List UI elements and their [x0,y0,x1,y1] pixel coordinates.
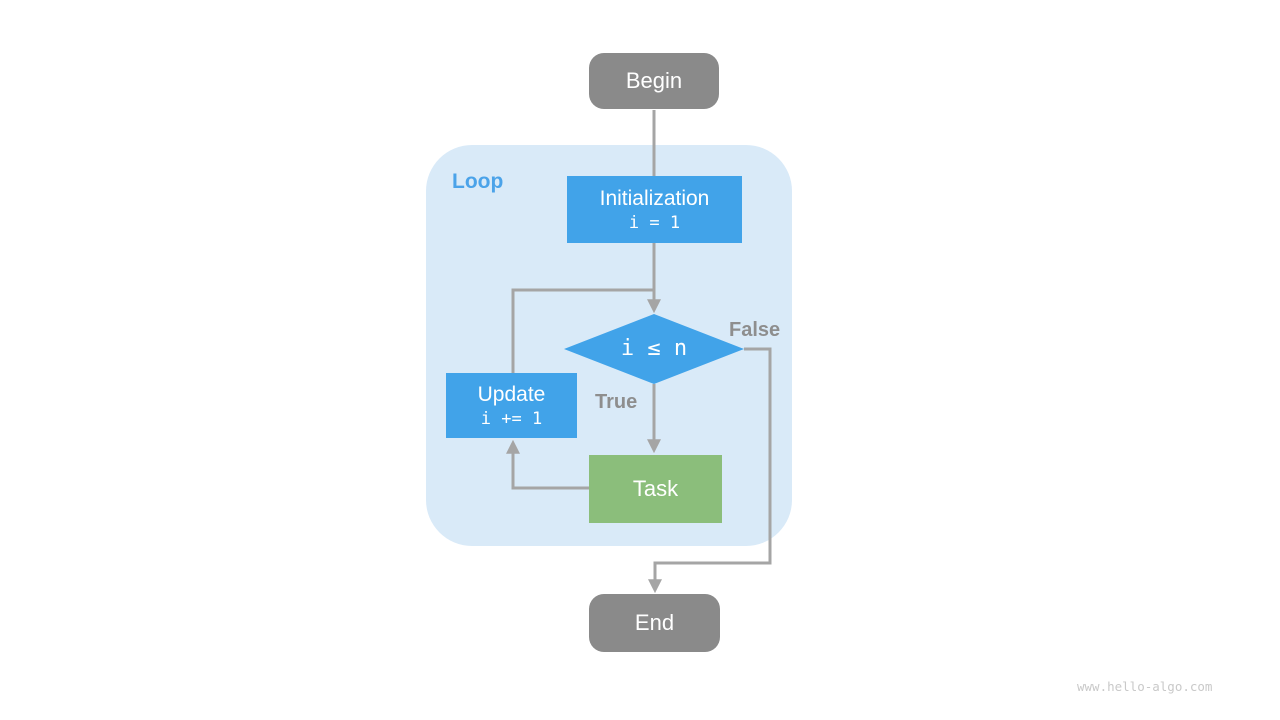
node-task-label: Task [632,475,679,501]
node-initialization-label: Initialization [599,186,710,210]
node-initialization: Initialization i = 1 [567,176,742,243]
node-update: Update i += 1 [446,373,577,438]
edge-label-false: False [729,319,781,341]
watermark-text: www.hello-algo.com [1077,679,1213,694]
node-task: Task [589,455,722,523]
node-end-label: End [634,609,675,635]
node-end: End [589,594,720,652]
node-begin-label: Begin [625,67,683,93]
node-condition-code: i ≤ n [620,336,688,361]
node-update-label: Update [477,382,546,406]
node-update-code: i += 1 [480,408,543,429]
edge-condition-to-end-false [648,347,772,594]
node-initialization-code: i = 1 [628,212,681,233]
edge-update-to-mainline [511,288,655,373]
loop-label: Loop [452,170,504,193]
node-begin: Begin [589,53,719,109]
edge-task-to-update [506,439,591,490]
condition-diamond-shape [564,314,744,384]
edge-label-true: True [595,391,638,413]
